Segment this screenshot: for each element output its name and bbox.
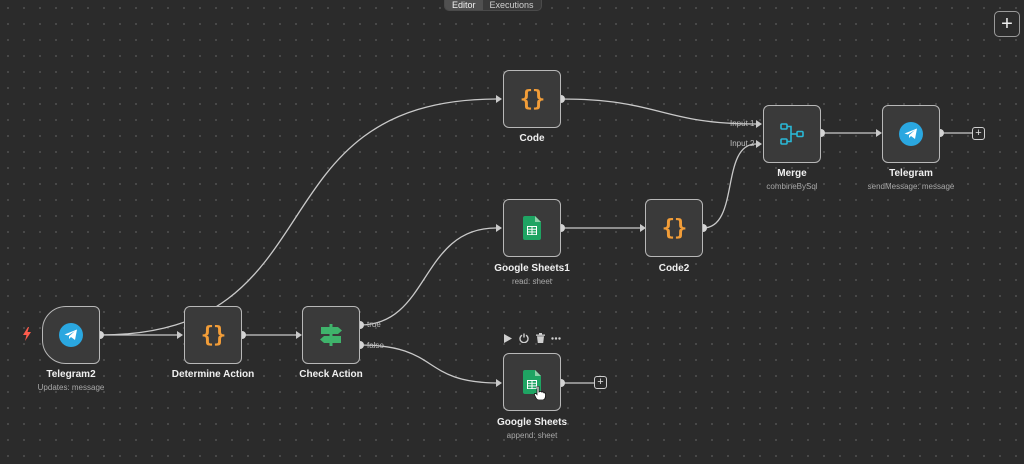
node-title: Google Sheets1 xyxy=(494,263,570,274)
node-title: Code xyxy=(519,133,545,144)
node-title: Determine Action xyxy=(171,369,255,380)
connection-telegram2-code xyxy=(99,98,497,336)
node-determine-action[interactable]: {} xyxy=(184,306,242,364)
merge-icon xyxy=(780,123,804,145)
node-google-sheets[interactable] xyxy=(503,353,561,411)
node-merge[interactable] xyxy=(763,105,821,163)
node-subtitle: combineBySql xyxy=(766,182,818,191)
telegram-icon xyxy=(59,323,83,347)
node-telegram2[interactable] xyxy=(42,306,100,364)
trash-icon[interactable] xyxy=(535,333,545,343)
play-icon[interactable] xyxy=(503,333,513,343)
node-telegram[interactable] xyxy=(882,105,940,163)
input-label-1: Input 1 xyxy=(730,119,755,128)
power-icon[interactable] xyxy=(519,333,529,343)
node-subtitle: read: sheet xyxy=(511,277,553,286)
node-title: Check Action xyxy=(299,369,363,380)
node-toolbar xyxy=(503,333,561,343)
signpost-icon xyxy=(320,324,342,346)
node-title: Code2 xyxy=(658,263,690,274)
view-tabs: Editor Executions xyxy=(444,0,542,11)
node-google-sheets1[interactable] xyxy=(503,199,561,257)
cursor-hand-icon xyxy=(534,386,546,400)
telegram-icon xyxy=(899,122,923,146)
input-label-2: Input 2 xyxy=(730,139,755,148)
node-code2[interactable]: {} xyxy=(645,199,703,257)
curly-braces-icon: {} xyxy=(519,86,545,112)
connection-code-merge xyxy=(560,98,757,125)
connection-arrows xyxy=(177,95,882,387)
node-check-action[interactable] xyxy=(302,306,360,364)
node-subtitle: sendMessage: message xyxy=(867,182,955,191)
output-label-false: false xyxy=(367,341,384,350)
node-subtitle: Updates: message xyxy=(37,383,105,392)
connection-check-sheets1 xyxy=(359,227,497,326)
output-label-true: true xyxy=(367,320,381,329)
node-title: Telegram2 xyxy=(46,369,96,380)
add-connection-button[interactable]: + xyxy=(972,127,985,140)
tab-editor[interactable]: Editor xyxy=(445,0,483,10)
connection-check-sheets xyxy=(359,344,497,384)
more-icon[interactable] xyxy=(551,333,561,343)
google-sheets-icon xyxy=(523,370,541,394)
curly-braces-icon: {} xyxy=(200,322,226,348)
node-title: Google Sheets xyxy=(496,417,567,428)
google-sheets-icon xyxy=(523,216,541,240)
connection-code2-merge xyxy=(702,143,757,229)
curly-braces-icon: {} xyxy=(661,215,687,241)
node-title: Merge xyxy=(777,168,807,179)
add-node-button[interactable]: + xyxy=(994,11,1020,37)
node-title: Telegram xyxy=(889,168,933,179)
tab-executions[interactable]: Executions xyxy=(489,0,534,10)
add-connection-button[interactable]: + xyxy=(594,376,607,389)
node-code[interactable]: {} xyxy=(503,70,561,128)
lightning-bolt-icon xyxy=(22,327,32,346)
node-subtitle: append: sheet xyxy=(506,431,558,440)
